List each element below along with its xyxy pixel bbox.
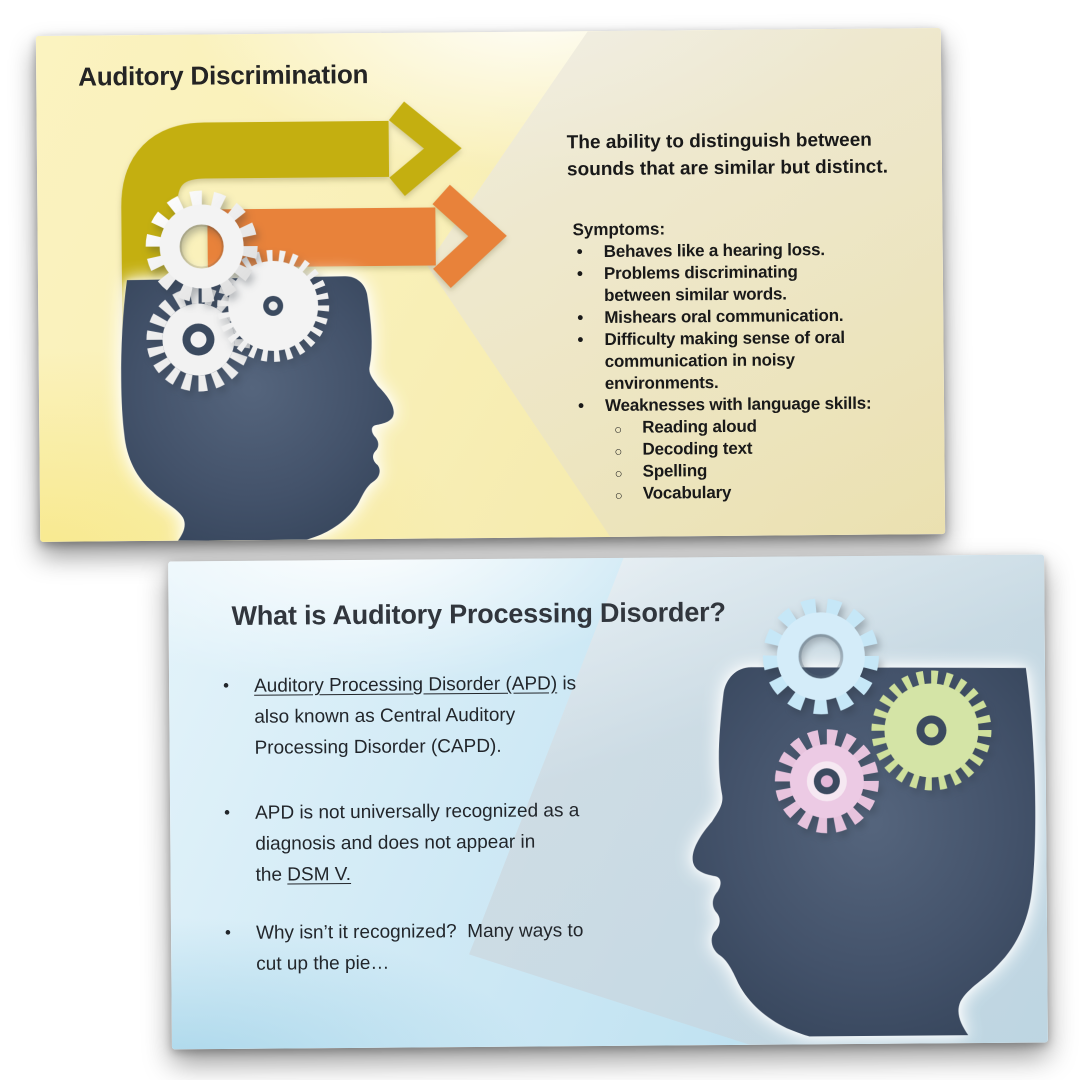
underlined-term: Auditory Processing Disorder (APD) [253, 673, 558, 697]
slide1-intro-text: The ability to distinguish between sound… [566, 129, 889, 181]
underlined-term: DSM V. [287, 864, 352, 886]
slide-what-is-apd: What is Auditory Processing Disorder? Au… [168, 554, 1048, 1050]
slide2-title: What is Auditory Processing Disorder? [231, 597, 726, 631]
sub-symptom-item: Reading aloud [574, 414, 945, 439]
symptoms-heading: Symptoms: [572, 219, 666, 240]
bullet-why-not-recognized: Why isn’t it recognized? Many ways to cu… [223, 914, 743, 980]
symptom-item: Behaves like a hearing loss. [573, 238, 945, 263]
symptom-item: Mishears oral communication. [573, 304, 945, 329]
symptom-item: Problems discriminating between similar … [573, 260, 945, 307]
symptoms-block: Symptoms: Behaves like a hearing loss. P… [572, 216, 945, 505]
symptom-item: Weaknesses with language skills: [574, 392, 945, 417]
bullet-apd-recognition: APD is not universally recognized as a d… [222, 794, 743, 891]
sub-symptom-item: Spelling [575, 458, 946, 483]
sub-symptom-item: Vocabulary [575, 480, 945, 505]
slide1-title: Auditory Discrimination [78, 59, 369, 92]
symptoms-list: Behaves like a hearing loss. Problems di… [573, 238, 946, 505]
bullet-apd-definition: Auditory Processing Disorder (APD) is al… [221, 667, 742, 764]
apd-bullet-list: Auditory Processing Disorder (APD) is al… [221, 667, 743, 980]
symptom-item: Difficulty making sense of oral communic… [573, 326, 945, 395]
sub-symptom-item: Decoding text [574, 436, 945, 461]
slide-auditory-discrimination: Auditory Discrimination The ability to d… [35, 28, 946, 542]
